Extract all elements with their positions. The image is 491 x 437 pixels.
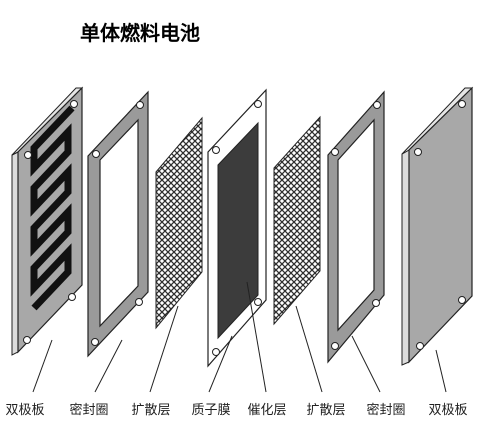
membrane-hole <box>254 100 262 108</box>
leader-line <box>32 339 53 393</box>
gasket-icon <box>327 90 385 364</box>
plate-hole <box>23 336 31 344</box>
gasket-hole <box>91 338 99 346</box>
membrane-hole <box>212 146 220 154</box>
plate-hole <box>24 151 32 159</box>
label-bipolar-plate-right: 双极板 <box>428 403 467 418</box>
label-diffusion-layer-right: 扩散层 <box>306 403 345 418</box>
diffusion-layer-icon <box>155 116 203 330</box>
label-gasket-left: 密封圈 <box>69 402 108 418</box>
bipolar-plate-right <box>401 86 474 366</box>
label-gasket-right: 密封圈 <box>366 402 405 418</box>
bipolar-plate-left <box>11 86 84 356</box>
leader-line <box>246 281 267 393</box>
plate-side-edge <box>401 149 410 366</box>
gasket-hole <box>136 101 144 109</box>
diffusion-layer-right <box>273 115 321 326</box>
gasket-hole <box>331 148 339 156</box>
label-bipolar-plate-left: 双极板 <box>5 403 44 418</box>
label-catalyst-layer: 催化层 <box>247 403 286 418</box>
leader-lines <box>32 281 447 393</box>
proton-membrane <box>207 88 267 368</box>
gasket-hole <box>135 298 143 306</box>
gasket-right <box>327 90 385 364</box>
leader-line <box>351 335 381 393</box>
leader-line <box>295 305 323 393</box>
plate-hole <box>68 293 76 301</box>
leader-line <box>208 335 233 393</box>
catalyst-layer <box>217 121 259 340</box>
leader-line <box>149 305 179 393</box>
membrane-hole <box>212 348 220 356</box>
leader-line <box>435 349 447 393</box>
plate-hole <box>414 148 422 156</box>
label-diffusion-layer-left: 扩散层 <box>131 403 170 418</box>
gasket-hole <box>372 299 380 307</box>
plate-hole <box>458 100 466 108</box>
diffusion-layer-icon <box>273 115 321 326</box>
bipolar-plate-icon <box>408 86 473 364</box>
gasket-icon <box>87 90 149 358</box>
component-labels: 双极板 密封圈 扩散层 质子膜 催化层 扩散层 密封圈 双极板 <box>5 402 467 418</box>
gasket-left <box>87 90 149 358</box>
gasket-hole <box>92 150 100 158</box>
leader-line <box>94 339 123 393</box>
plate-hole <box>458 296 466 304</box>
page-title: 单体燃料电池 <box>80 21 200 45</box>
plate-hole <box>416 342 424 350</box>
membrane-hole <box>254 298 262 306</box>
gasket-hole <box>373 101 381 109</box>
plate-hole <box>70 100 78 108</box>
diffusion-layer-left <box>155 116 203 330</box>
plate-side-edge <box>11 151 19 356</box>
gasket-hole <box>331 342 339 350</box>
label-proton-membrane: 质子膜 <box>191 403 230 418</box>
flow-channel-icon <box>30 105 75 311</box>
